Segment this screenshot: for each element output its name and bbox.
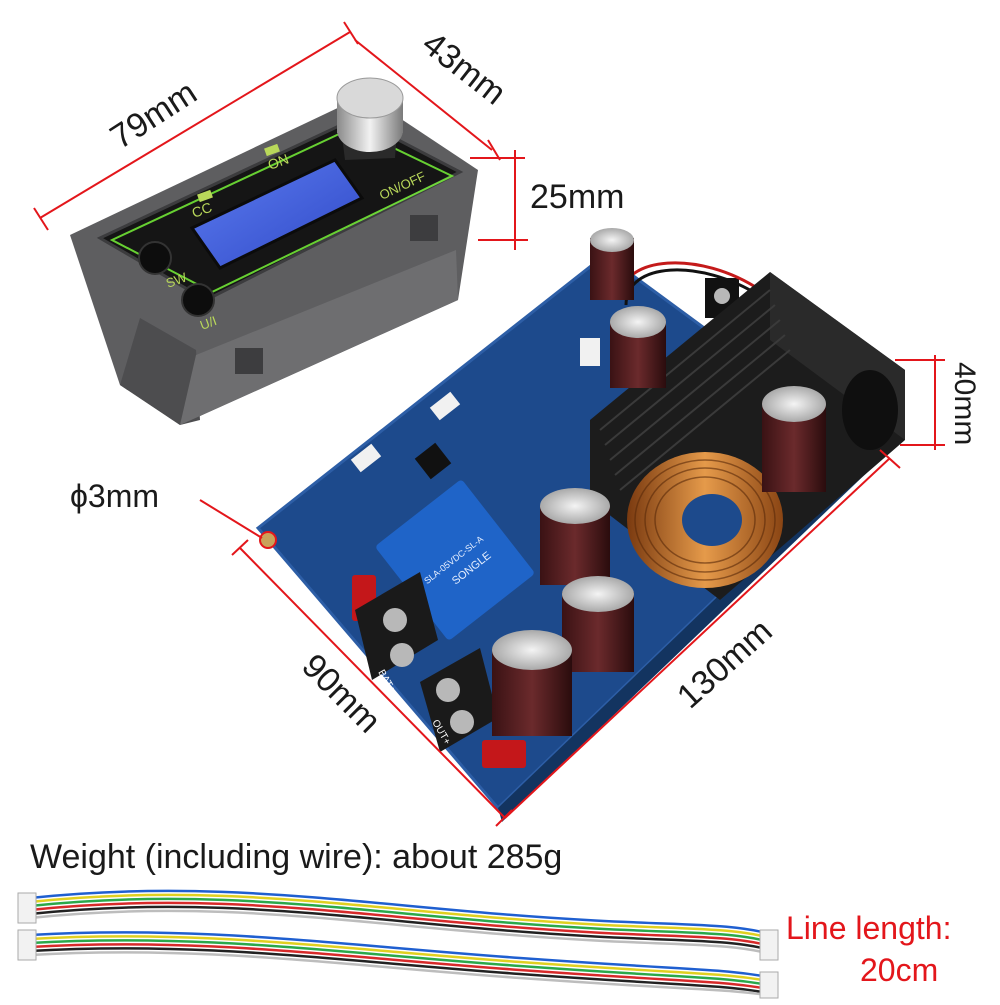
display-module	[70, 77, 478, 425]
relay	[376, 480, 534, 640]
weight-text: Weight (including wire): about 285g	[30, 838, 563, 876]
out-terminal-block	[420, 648, 498, 752]
panel-label-cc: CC	[190, 199, 214, 221]
line-length-value: 20cm	[860, 952, 939, 988]
bat-terminal-block	[355, 572, 438, 680]
ribbon-cables	[17, 889, 779, 999]
line-length-label: Line length:	[786, 910, 952, 946]
toroid-inductor	[627, 452, 783, 588]
dim-hole-diameter: ϕ3mm	[70, 478, 160, 514]
dimension-lines	[33, 21, 945, 827]
panel-label-sw: SW	[164, 269, 189, 291]
dim-79mm: 79mm	[104, 73, 204, 156]
dim-25mm: 25mm	[530, 178, 625, 216]
dim-40mm: 40mm	[948, 362, 981, 445]
panel-label-on: ON	[266, 151, 291, 173]
panel-label-ui: U/I	[198, 313, 219, 333]
capacitors	[492, 228, 826, 736]
